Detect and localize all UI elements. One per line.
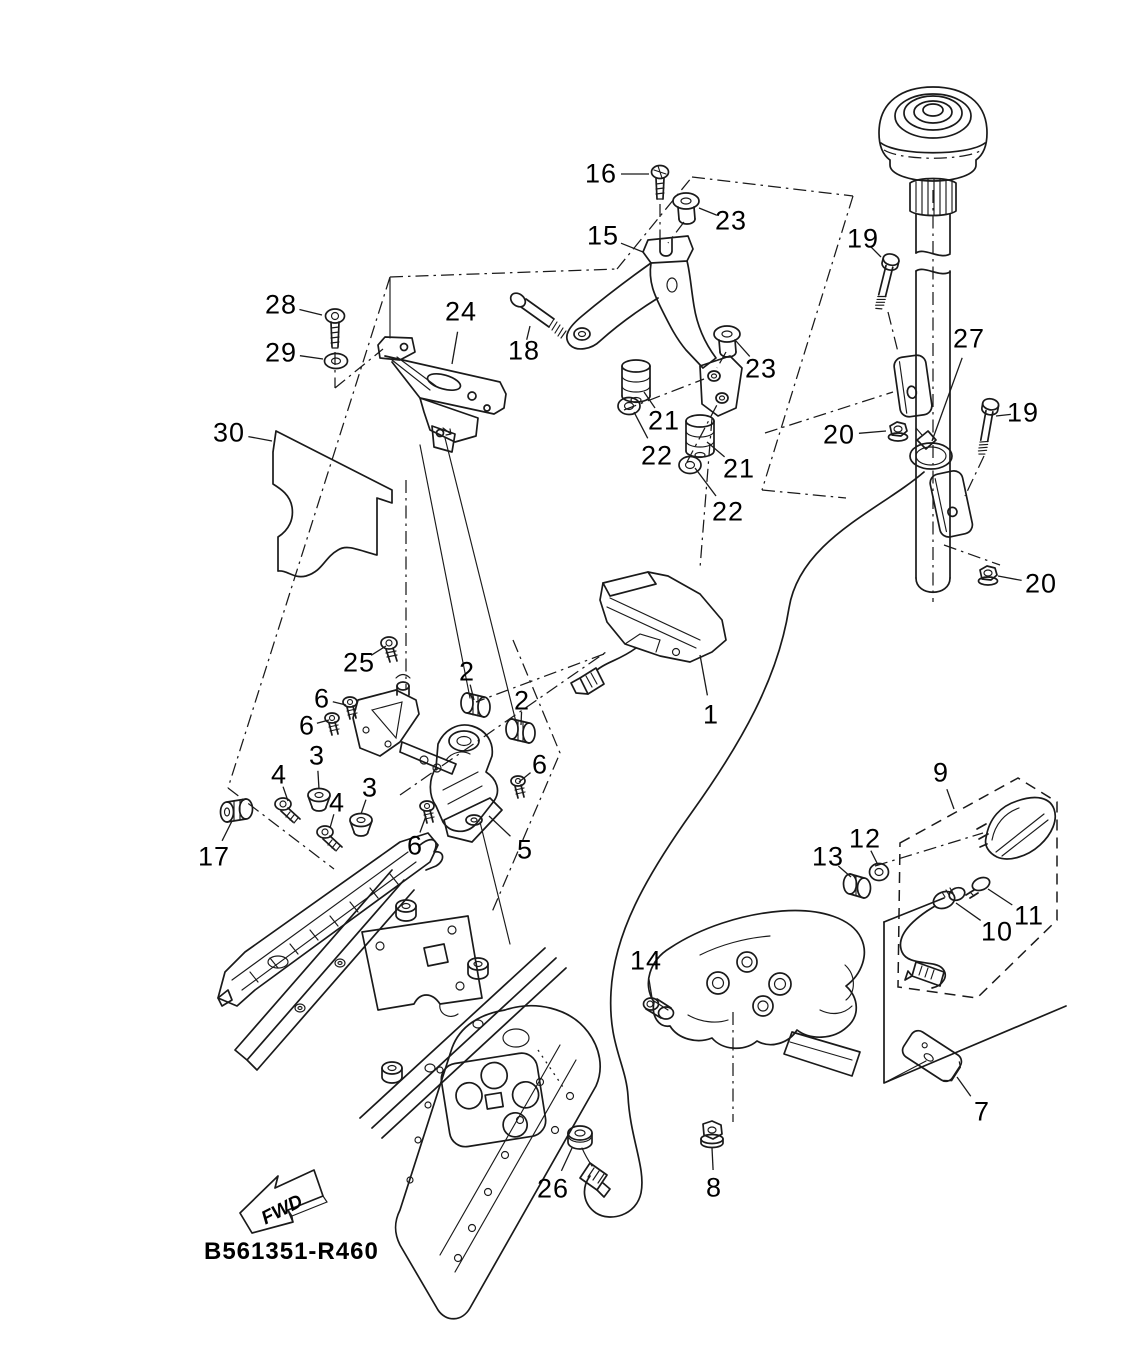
construction-lines: [227, 176, 1001, 1122]
callout-21: 21: [647, 405, 681, 436]
grommet-2b: [505, 718, 536, 744]
callout-19: 19: [1006, 397, 1040, 428]
frame-and-fender: [217, 832, 601, 1320]
callout-2: 2: [513, 685, 531, 716]
reflector-7: [901, 1029, 963, 1083]
callout-15: 15: [586, 220, 620, 251]
callout-10: 10: [980, 916, 1014, 947]
pole-lower-bracket: [929, 470, 974, 538]
screw-6b: [324, 712, 340, 736]
mount-bracket-5: [429, 724, 503, 843]
callout-13: 13: [811, 841, 845, 872]
signal-lens: [976, 796, 1057, 860]
callout-6: 6: [531, 749, 549, 780]
callout-6: 6: [298, 710, 316, 741]
callout-19: 19: [846, 223, 880, 254]
grommet-2a: [460, 692, 491, 718]
callout-12: 12: [848, 823, 882, 854]
callout-6: 6: [313, 683, 331, 714]
washer-29: [323, 352, 349, 370]
callout-27: 27: [952, 323, 986, 354]
taillight-connector: [570, 667, 605, 695]
bracket-24-group: [272, 308, 507, 578]
callout-5: 5: [516, 834, 534, 865]
collar-12: [868, 862, 890, 882]
callout-23: 23: [744, 353, 778, 384]
reflector-7-group: [883, 897, 1067, 1084]
callout-29: 29: [264, 337, 298, 368]
bushing-23b: [713, 325, 741, 358]
bolt-19b: [977, 397, 1000, 455]
screw-4b: [316, 825, 343, 852]
callout-4: 4: [328, 787, 346, 818]
callout-8: 8: [705, 1172, 723, 1203]
taillight-bracket-15: [509, 164, 743, 475]
grommet-13: [842, 873, 872, 899]
beacon-pole-light: [583, 86, 1000, 1218]
screw-6c: [510, 775, 526, 799]
nut-20a: [887, 421, 909, 442]
bulb-socket-10: [899, 886, 966, 989]
washer-22a: [617, 396, 641, 416]
signal-bulb-11: [965, 876, 991, 899]
washer-22b: [678, 455, 702, 475]
callout-4: 4: [270, 759, 288, 790]
nut-20b: [977, 565, 999, 586]
callout-9: 9: [932, 757, 950, 788]
screw-4a: [274, 797, 301, 824]
callout-3: 3: [308, 740, 326, 771]
bushing-3b: [349, 812, 373, 837]
panel-30: [272, 430, 393, 578]
callout-24: 24: [444, 296, 478, 327]
callout-1: 1: [702, 699, 720, 730]
turn-signal-kit: [842, 777, 1058, 999]
screw-6d: [419, 800, 435, 824]
callout-21: 21: [722, 453, 756, 484]
cable-grommet-26: [567, 1125, 611, 1198]
callout-3: 3: [361, 772, 379, 803]
diagram-code: B561351-R460: [204, 1238, 379, 1265]
callout-18: 18: [507, 335, 541, 366]
callout-26: 26: [536, 1173, 570, 1204]
taillight-unit: [570, 571, 727, 695]
rear-fender: [394, 1004, 601, 1320]
bushing-17: [219, 798, 254, 823]
callout-22: 22: [640, 440, 674, 471]
callout-11: 11: [1013, 900, 1045, 931]
stay-housing: [642, 909, 866, 1149]
callout-7: 7: [973, 1096, 991, 1127]
screw-25: [380, 636, 398, 663]
callout-25: 25: [342, 647, 376, 678]
callout-14: 14: [629, 945, 663, 976]
callout-23: 23: [714, 205, 748, 236]
bushing-3a: [307, 787, 331, 812]
nut-8: [700, 1120, 724, 1149]
callout-6: 6: [406, 830, 424, 861]
fwd-label: FWD: [258, 1191, 306, 1229]
mount-group: [219, 636, 536, 852]
bushing-14: [642, 997, 675, 1020]
fender-mount-plate: [440, 1052, 547, 1148]
beacon-cable: [583, 471, 925, 1218]
rubber-boss: [381, 899, 489, 1084]
callout-28: 28: [264, 289, 298, 320]
bolt-19a: [875, 253, 900, 310]
callout-16: 16: [584, 158, 618, 189]
screw-28: [324, 308, 346, 349]
bushing-23a: [672, 192, 700, 225]
grommet-21a: [621, 359, 651, 404]
fwd-arrow: FWD: [239, 1169, 328, 1234]
screw-16: [650, 164, 670, 200]
callout-22: 22: [711, 496, 745, 527]
callout-20: 20: [822, 419, 856, 450]
callout-30: 30: [212, 417, 246, 448]
callout-20: 20: [1024, 568, 1058, 599]
bolt-18: [509, 292, 567, 339]
pole-upper-bracket: [893, 354, 933, 418]
callout-2: 2: [458, 656, 476, 687]
callout-17: 17: [197, 841, 231, 872]
